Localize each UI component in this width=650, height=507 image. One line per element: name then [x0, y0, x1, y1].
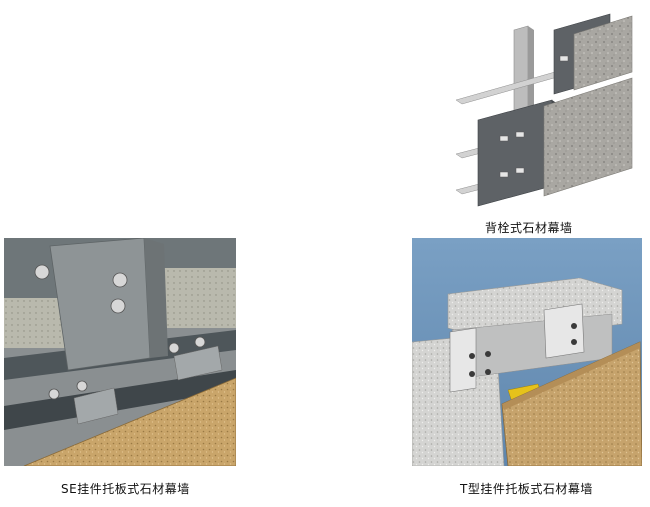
figure-back-bolt-illustration	[442, 8, 642, 213]
caption-back-bolt: 背栓式石材幕墙	[485, 221, 573, 235]
caption-se-hanger: SE挂件托板式石材幕墙	[61, 482, 190, 496]
figure-se-hanger-illustration	[4, 238, 236, 466]
figure-t-hanger-illustration	[412, 238, 642, 466]
caption-t-hanger: T型挂件托板式石材幕墙	[460, 482, 593, 496]
